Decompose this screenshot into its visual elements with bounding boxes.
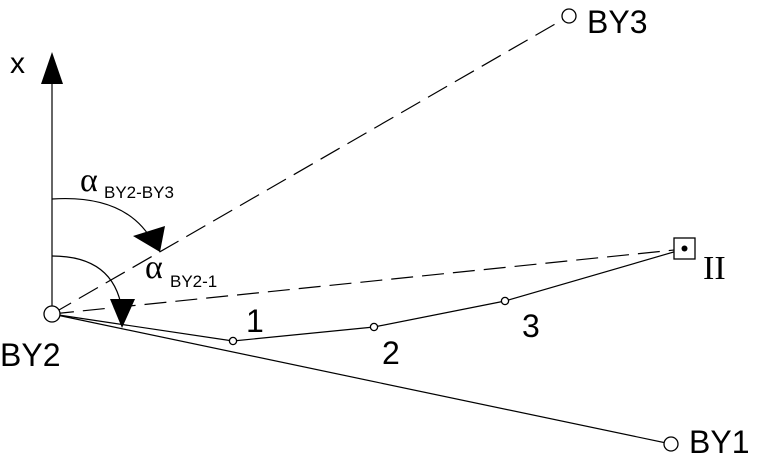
angle-arrowhead-by2-by3 <box>133 226 165 252</box>
point-ii-center-dot <box>681 245 688 252</box>
station-by3-marker <box>561 8 577 24</box>
traverse-point-1-marker <box>228 336 238 346</box>
traverse-point-3-label: 3 <box>522 308 540 344</box>
direction-line-by2-by3 <box>51 15 570 315</box>
alpha-subscript-by2-1: BY2-1 <box>170 272 217 291</box>
traverse-point-3-marker <box>500 296 510 306</box>
alpha-symbol-by2-1: α <box>145 249 163 286</box>
traverse-point-2-marker <box>369 322 379 332</box>
station-by3-label: BY3 <box>587 4 647 40</box>
traverse-point-1-label: 1 <box>246 303 264 339</box>
point-ii-label: II <box>703 250 726 287</box>
angle-arrowhead-by2-1 <box>110 299 135 328</box>
station-by1-marker <box>663 436 679 452</box>
line-by2-by1 <box>51 313 672 445</box>
station-by2-label: BY2 <box>0 337 60 373</box>
station-by1-label: BY1 <box>689 424 749 455</box>
alpha-subscript-by2-by3: BY2-BY3 <box>104 183 174 202</box>
x-axis-label: x <box>10 47 25 80</box>
traverse-point-2-label: 2 <box>382 335 400 371</box>
station-by2-marker <box>43 305 61 323</box>
x-axis-arrowhead <box>41 52 63 84</box>
direction-line-by2-ii <box>51 248 685 315</box>
alpha-symbol-by2-by3: α <box>80 162 98 199</box>
